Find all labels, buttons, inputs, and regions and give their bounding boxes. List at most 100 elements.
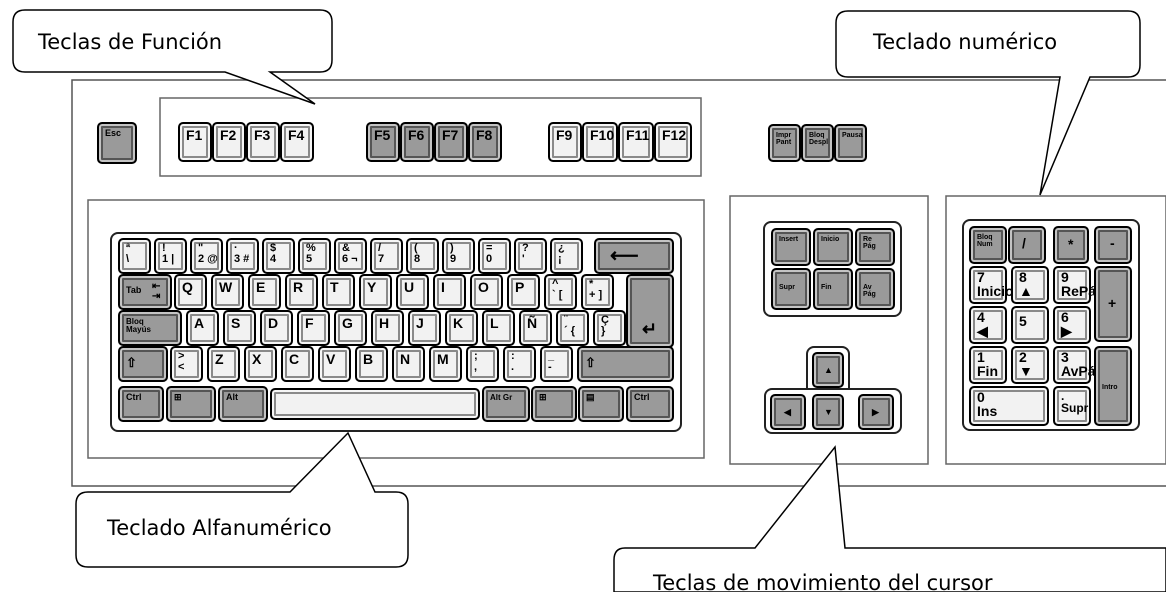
q-row-key-8[interactable]: I — [433, 274, 466, 310]
shift-left-key[interactable]: ⇧ — [118, 346, 168, 382]
menu-key[interactable]: ▤ — [578, 386, 624, 422]
a-row-key-8[interactable]: K — [445, 310, 478, 346]
z-row-key-6[interactable]: B — [355, 346, 388, 382]
f3-key[interactable]: F3 — [246, 122, 280, 162]
z-row-key-11[interactable]: _ - — [540, 346, 573, 382]
alt-key[interactable]: Alt — [218, 386, 268, 422]
enter-key[interactable]: ↵ — [626, 274, 674, 348]
numpad-1-key[interactable]: 1 Fin — [969, 346, 1007, 384]
number-row-key-2[interactable]: ! 1 | — [154, 238, 187, 274]
f12-key[interactable]: F12 — [654, 122, 692, 162]
arrow-down-key[interactable]: ▼ — [812, 394, 844, 430]
page-down-key[interactable]: Av Pág — [855, 268, 895, 310]
a-row-key-11[interactable]: ¨ ´ { — [556, 310, 589, 346]
windows-left-key[interactable]: ⊞ — [166, 386, 216, 422]
number-row-key-7[interactable]: & 6 ¬ — [334, 238, 367, 274]
numpad-9-key[interactable]: 9 RePág — [1053, 266, 1105, 304]
f1-key[interactable]: F1 — [178, 122, 212, 162]
z-row-key-9[interactable]: ; , — [466, 346, 499, 382]
z-row-key-8[interactable]: M — [429, 346, 462, 382]
numpad-3-key[interactable]: 3 AvPág — [1053, 346, 1104, 384]
a-row-key-10[interactable]: Ñ — [519, 310, 552, 346]
alt-gr-key[interactable]: Alt Gr — [482, 386, 530, 422]
ctrl-left-key[interactable]: Ctrl — [118, 386, 164, 422]
q-row-key-9[interactable]: O — [470, 274, 503, 310]
number-row-key-13[interactable]: ¿ ¡ — [550, 238, 583, 274]
numpad-multiply-key[interactable]: * — [1053, 226, 1089, 264]
tab-key[interactable]: Tab ⇤ ⇥ — [118, 274, 172, 310]
q-row-key-1[interactable]: Q — [174, 274, 207, 310]
f4-key[interactable]: F4 — [280, 122, 314, 162]
numpad-0-key[interactable]: 0 Ins — [969, 386, 1049, 426]
numpad-add-key[interactable]: + — [1094, 266, 1132, 342]
number-row-key-4[interactable]: · 3 # — [226, 238, 259, 274]
f8-key[interactable]: F8 — [468, 122, 502, 162]
q-row-key-6[interactable]: Y — [359, 274, 392, 310]
a-row-key-1[interactable]: A — [186, 310, 219, 346]
number-row-key-5[interactable]: $ 4 — [262, 238, 295, 274]
numpad-4-key[interactable]: 4 ◀ — [969, 306, 1007, 344]
a-row-key-2[interactable]: S — [223, 310, 256, 346]
number-row-key-9[interactable]: ( 8 — [406, 238, 439, 274]
q-row-key-3[interactable]: E — [248, 274, 281, 310]
q-row-key-10[interactable]: P — [507, 274, 540, 310]
esc-key[interactable]: Esc — [97, 122, 137, 164]
end-key[interactable]: Fin — [813, 268, 853, 310]
space-bar[interactable] — [270, 388, 480, 420]
a-row-key-6[interactable]: H — [371, 310, 404, 346]
f5-key[interactable]: F5 — [366, 122, 400, 162]
q-row-key-11[interactable]: ^ ` [ — [544, 274, 577, 310]
numpad-subtract-key[interactable]: - — [1094, 226, 1132, 264]
f10-key[interactable]: F10 — [582, 122, 618, 162]
z-row-key-4[interactable]: C — [281, 346, 314, 382]
number-row-key-3[interactable]: " 2 @ — [190, 238, 223, 274]
numpad-decimal-key[interactable]: . Supr — [1053, 386, 1091, 426]
numpad-8-key[interactable]: 8 ▲ — [1011, 266, 1049, 304]
backspace-key[interactable]: ⟵ — [594, 238, 674, 274]
numpad-enter-key[interactable]: Intro — [1094, 346, 1132, 426]
q-row-key-4[interactable]: R — [285, 274, 318, 310]
home-key[interactable]: Inicio — [813, 228, 853, 266]
z-row-key-2[interactable]: Z — [207, 346, 240, 382]
arrow-left-key[interactable]: ◀ — [770, 394, 806, 430]
delete-key[interactable]: Supr — [771, 268, 811, 310]
z-row-key-7[interactable]: N — [392, 346, 425, 382]
number-row-key-10[interactable]: ) 9 — [442, 238, 475, 274]
numpad-5-key[interactable]: 5 — [1011, 306, 1049, 344]
numpad-2-key[interactable]: 2 ▼ — [1011, 346, 1049, 384]
a-row-key-4[interactable]: F — [297, 310, 330, 346]
caps-lock-key[interactable]: Bloq Mayús — [118, 310, 182, 346]
arrow-right-key[interactable]: ▶ — [858, 394, 894, 430]
arrow-up-key[interactable]: ▲ — [812, 352, 844, 388]
f2-key[interactable]: F2 — [212, 122, 246, 162]
a-row-key-5[interactable]: G — [334, 310, 367, 346]
z-row-key-1[interactable]: > < — [170, 346, 203, 382]
number-row-key-6[interactable]: % 5 — [298, 238, 331, 274]
q-row-key-5[interactable]: T — [322, 274, 355, 310]
page-up-key[interactable]: Re Pág — [855, 228, 895, 266]
numpad-divide-key[interactable]: / — [1008, 226, 1046, 264]
z-row-key-3[interactable]: X — [244, 346, 277, 382]
a-row-key-3[interactable]: D — [260, 310, 293, 346]
f9-key[interactable]: F9 — [548, 122, 582, 162]
z-row-key-5[interactable]: V — [318, 346, 351, 382]
pause-key[interactable]: Pausa — [834, 124, 867, 162]
insert-key[interactable]: Insert — [771, 228, 811, 266]
z-row-key-10[interactable]: : . — [503, 346, 536, 382]
f7-key[interactable]: F7 — [434, 122, 468, 162]
numpad-6-key[interactable]: 6 ▶ — [1053, 306, 1091, 344]
a-row-key-7[interactable]: J — [408, 310, 441, 346]
numpad-7-key[interactable]: 7 Inicio — [969, 266, 1014, 304]
scroll-lock-key[interactable]: Bloq Despl — [801, 124, 834, 162]
print-screen-key[interactable]: Impr Pant — [768, 124, 801, 162]
number-row-key-8[interactable]: / 7 — [370, 238, 403, 274]
shift-right-key[interactable]: ⇧ — [577, 346, 674, 382]
number-row-key-11[interactable]: = 0 — [478, 238, 511, 274]
q-row-key-12[interactable]: * + ] — [581, 274, 614, 310]
q-row-key-2[interactable]: W — [211, 274, 244, 310]
a-row-key-12[interactable]: Ç } — [593, 310, 626, 346]
ctrl-right-key[interactable]: Ctrl — [626, 386, 674, 422]
a-row-key-9[interactable]: L — [482, 310, 515, 346]
f6-key[interactable]: F6 — [400, 122, 434, 162]
number-row-key-1[interactable]: ª \ — [118, 238, 151, 274]
